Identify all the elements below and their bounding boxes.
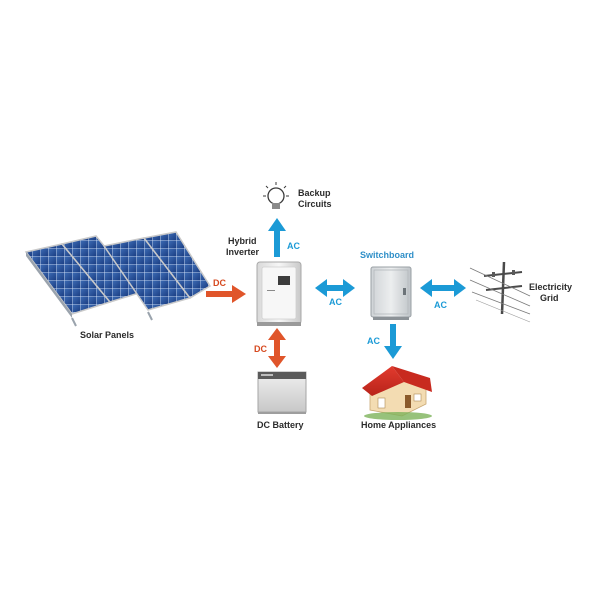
- dc-battery-label: DC Battery: [257, 420, 304, 430]
- ac-arrow-to-backup: [268, 218, 286, 257]
- house-icon: [362, 366, 432, 420]
- ac-arrow-to-home: [384, 324, 402, 359]
- electricity-grid-label-1: Electricity: [529, 282, 572, 292]
- switchboard-label: Switchboard: [360, 250, 414, 260]
- backup-circuits-label-2: Circuits: [298, 199, 332, 209]
- dc-arrow-to-battery: [268, 328, 286, 368]
- solar-panels-icon: [24, 231, 212, 327]
- home-appliances-label: Home Appliances: [361, 420, 436, 430]
- hybrid-inverter-icon: [256, 261, 302, 326]
- ac-flow-label-backup: AC: [287, 241, 300, 251]
- dc-battery-icon: [257, 371, 307, 414]
- dc-flow-label-battery: DC: [254, 344, 267, 354]
- ac-arrow-to-switchboard: [315, 279, 355, 297]
- lightbulb-icon: [263, 182, 289, 209]
- hybrid-inverter-label-1: Hybrid: [228, 236, 257, 246]
- electricity-grid-label-2: Grid: [540, 293, 559, 303]
- ac-flow-label-grid: AC: [434, 300, 447, 310]
- hybrid-inverter-label-2: Inverter: [226, 247, 260, 257]
- switchboard-icon: [370, 266, 412, 320]
- solar-panels-label: Solar Panels: [80, 330, 134, 340]
- ac-arrow-to-grid: [420, 279, 466, 297]
- ac-flow-label-switchboard: AC: [329, 297, 342, 307]
- backup-circuits-label-1: Backup: [298, 188, 331, 198]
- dc-flow-label-panels: DC: [213, 278, 226, 288]
- power-pole-icon: [469, 261, 531, 323]
- ac-flow-label-home: AC: [367, 336, 380, 346]
- dc-arrow-to-inverter: [206, 285, 246, 303]
